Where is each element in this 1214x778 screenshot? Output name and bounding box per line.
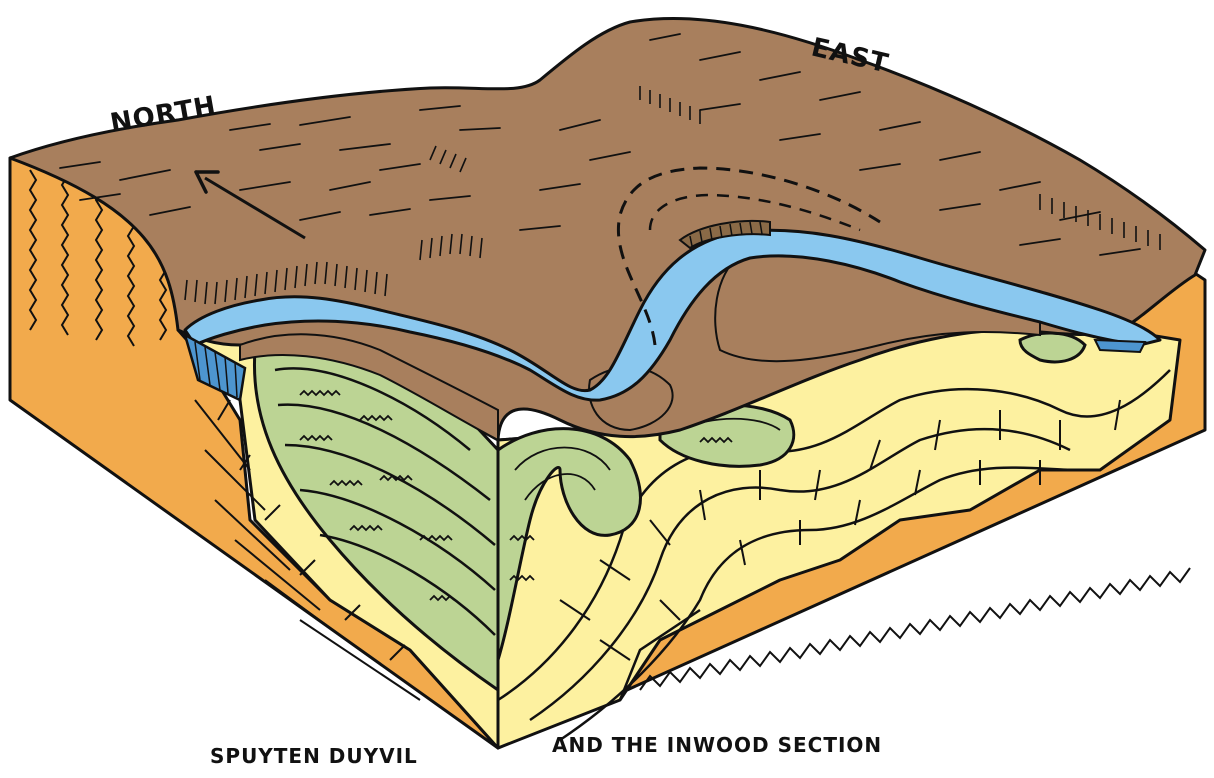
caption-right: AND THE INWOOD SECTION xyxy=(552,733,882,757)
caption-left: SPUYTEN DUYVIL xyxy=(210,744,418,768)
